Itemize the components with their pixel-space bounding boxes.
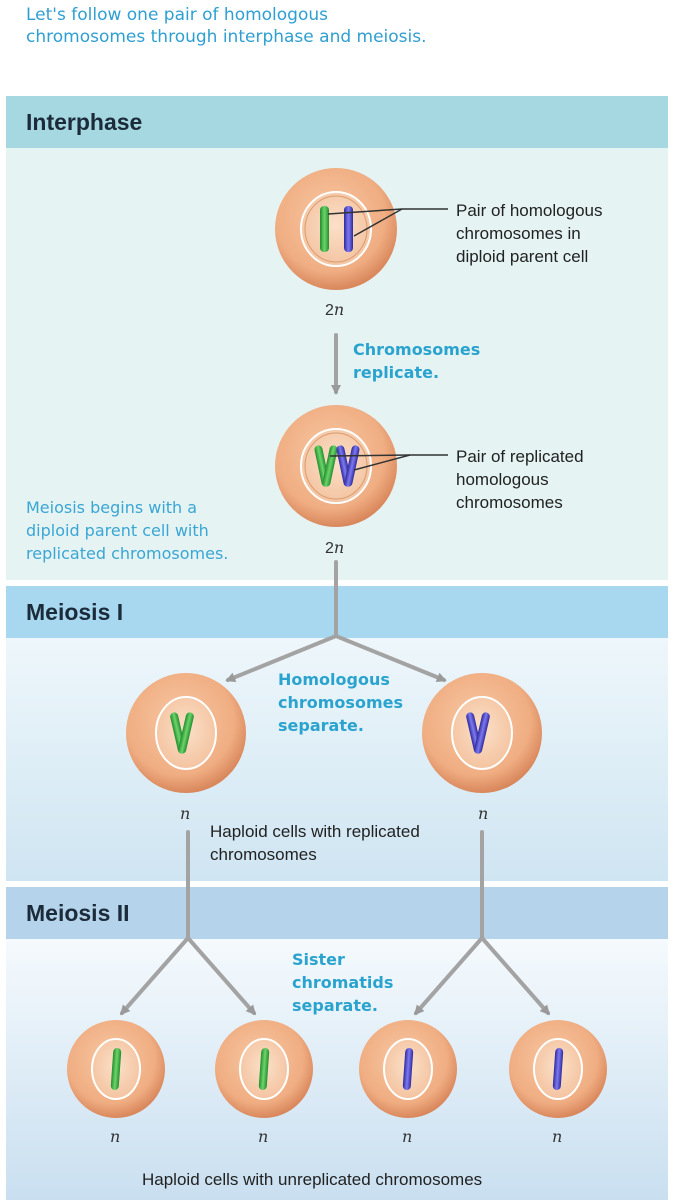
intro-text: Let's follow one pair of homologous chro… [26,5,427,47]
green-homolog [320,206,329,252]
note-meiosis-begins: Meiosis begins with a diploid parent cel… [26,498,229,563]
left-split-arrow [225,634,338,682]
ploidy-n-m2-2: n [258,1127,269,1146]
ploidy-2n-top: 2n [325,300,344,320]
pointer-lines-2 [329,454,448,471]
left-left-arrow [120,936,190,1016]
interphase-header: Interphase [6,96,668,148]
label-haploid-unreplicated: Haploid cells with unreplicated chromoso… [142,1170,483,1189]
step-replicate: Chromosomes replicate. [353,340,481,382]
meiosis-2-cell-3 [359,1020,457,1118]
pointer-lines-1 [327,208,448,237]
ploidy-2n-bottom-n: n [333,538,345,557]
right-split-arrow [334,634,447,682]
ploidy-2n-bottom-num: 2 [325,540,334,557]
meiosis-2-cell-1 [67,1020,165,1118]
ploidy-2n-top-num: 2 [325,302,334,319]
label-replicated-pair: Pair of replicated homologous chromosome… [456,447,584,512]
meiosis-1-panel [6,638,668,881]
ploidy-n-m2-4: n [552,1127,563,1146]
label-haploid-replicated: Haploid cells with replicated chromosome… [210,822,420,864]
left-right-arrow [186,936,256,1016]
meiosis-2-cell-2 [215,1020,313,1118]
ploidy-n-m2-1: n [110,1127,121,1146]
meiosis-1-right-cell [422,673,542,793]
ploidy-2n-top-n: n [333,300,345,319]
step-homologous-separate: Homologous chromosomes separate. [278,670,403,735]
meiosis-2-header: Meiosis II [6,887,668,939]
meiosis-2-cell-4 [509,1020,607,1118]
right-right-arrow [480,936,550,1016]
blue-homolog [344,206,353,252]
ploidy-n-m2-3: n [402,1127,413,1146]
ploidy-2n-bottom: 2n [325,538,344,558]
replicated-parent-cell [275,405,397,527]
flow-arrows [120,333,550,1016]
label-homologous-pair: Pair of homologous chromosomes in diploi… [456,201,603,266]
meiosis-1-left-cell [126,673,246,793]
step-sisters-separate: Sister chromatids separate. [292,950,394,1015]
right-left-arrow [414,936,484,1016]
ploidy-n-m1-left: n [180,804,191,823]
ploidy-n-m1-right: n [478,804,489,823]
diploid-parent-cell [275,168,397,290]
